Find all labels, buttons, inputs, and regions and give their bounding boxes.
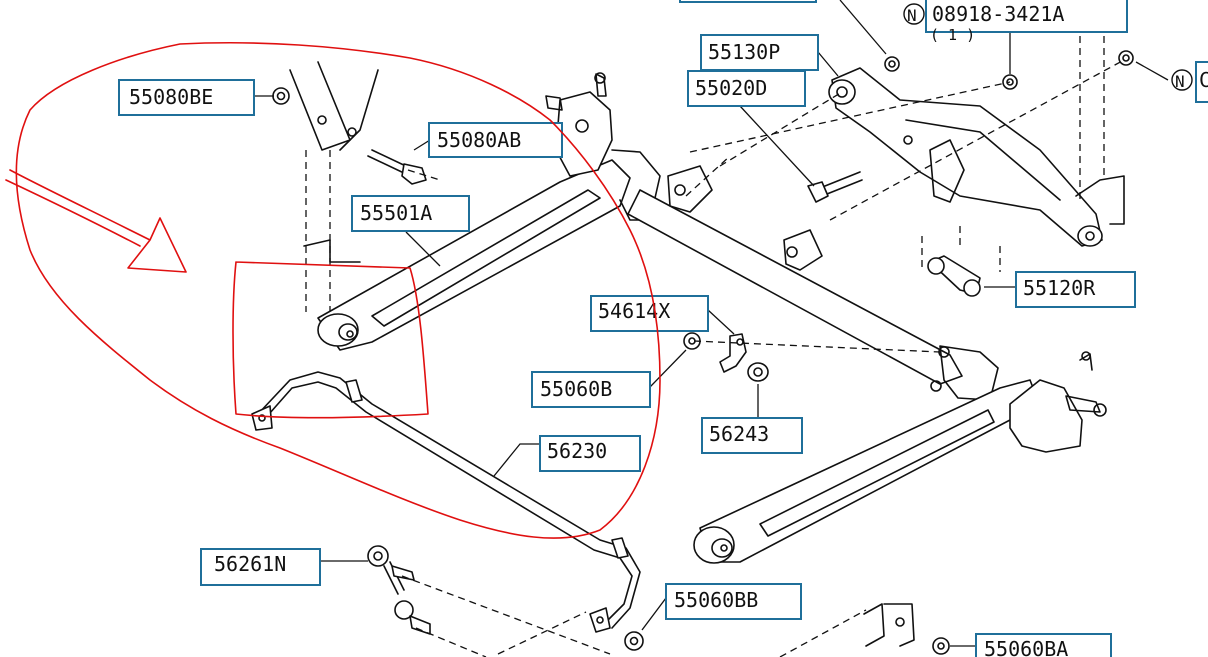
callout-55130p: 55130P bbox=[700, 34, 819, 71]
svg-text:55130P: 55130P bbox=[708, 40, 780, 64]
callout-labels: 55080BE 55080AB 55501A 55130P 55020D N 0… bbox=[118, 0, 1208, 657]
crossmember bbox=[828, 67, 1103, 247]
callout-clipped-right: N C bbox=[1171, 61, 1208, 103]
svg-text:55020D: 55020D bbox=[695, 76, 767, 100]
link-55120r bbox=[921, 226, 1001, 297]
svg-text:55080AB: 55080AB bbox=[437, 128, 521, 152]
callout-54614x: 54614X bbox=[590, 295, 709, 332]
svg-text:55060BB: 55060BB bbox=[674, 588, 758, 612]
svg-text:56230: 56230 bbox=[547, 439, 607, 463]
svg-text:C: C bbox=[1199, 68, 1208, 92]
right-knuckle bbox=[1009, 351, 1107, 453]
leader-lines bbox=[254, 0, 1169, 647]
svg-text:56243: 56243 bbox=[709, 422, 769, 446]
nut-top-right bbox=[1118, 50, 1134, 66]
red-annotations bbox=[5, 41, 661, 539]
svg-text:54614X: 54614X bbox=[598, 299, 670, 323]
right-trailing-arm bbox=[693, 379, 1041, 564]
callout-56243: 56243 bbox=[701, 417, 803, 454]
svg-text:55060BA: 55060BA bbox=[984, 637, 1068, 657]
nut-marker-n-right: N bbox=[1175, 72, 1185, 91]
nut-55060ba bbox=[932, 637, 950, 655]
svg-text:55060B: 55060B bbox=[540, 377, 612, 401]
callout-55060b: 55060B bbox=[531, 371, 651, 408]
callout-56230: 56230 bbox=[539, 435, 641, 472]
bushing-56243 bbox=[747, 362, 769, 382]
callout-08918-3421a: N 08918-3421A ( 1 ) bbox=[903, 0, 1128, 44]
nut-top-left bbox=[884, 56, 900, 72]
callout-55020d: 55020D bbox=[687, 70, 806, 107]
callout-55060ba: 55060BA bbox=[975, 633, 1112, 657]
callout-55120r: 55120R bbox=[1015, 271, 1136, 308]
svg-text:08918-3421A: 08918-3421A bbox=[932, 2, 1064, 26]
callout-55060bb: 55060BB bbox=[665, 583, 802, 620]
callout-55080be: 55080BE bbox=[118, 79, 255, 116]
callout-55080ab: 55080AB bbox=[428, 122, 563, 158]
clamp-54614x bbox=[719, 333, 747, 373]
nut-marker-n: N bbox=[907, 6, 917, 25]
svg-text:55120R: 55120R bbox=[1023, 276, 1096, 300]
svg-text:55080BE: 55080BE bbox=[129, 85, 213, 109]
quantity-note: ( 1 ) bbox=[930, 26, 975, 44]
bolt-55020d bbox=[807, 171, 863, 203]
axle-beam bbox=[627, 165, 999, 401]
stabilizer-bar bbox=[251, 371, 641, 633]
left-trailing-arm bbox=[317, 159, 631, 351]
red-box bbox=[232, 261, 429, 419]
callout-55501a: 55501A bbox=[351, 195, 470, 232]
svg-text:55501A: 55501A bbox=[360, 201, 432, 225]
nut-55080be bbox=[272, 87, 290, 105]
line-art bbox=[251, 0, 1134, 657]
nut-55060bb bbox=[624, 631, 644, 651]
red-arrow bbox=[5, 169, 187, 273]
callout-56261n: 56261N bbox=[200, 548, 321, 586]
red-lasso bbox=[15, 41, 661, 539]
bolt-55080ab bbox=[367, 149, 427, 185]
callout-box-clipped-top bbox=[679, 0, 817, 3]
stabilizer-link bbox=[367, 545, 431, 635]
svg-text:56261N: 56261N bbox=[214, 552, 286, 576]
